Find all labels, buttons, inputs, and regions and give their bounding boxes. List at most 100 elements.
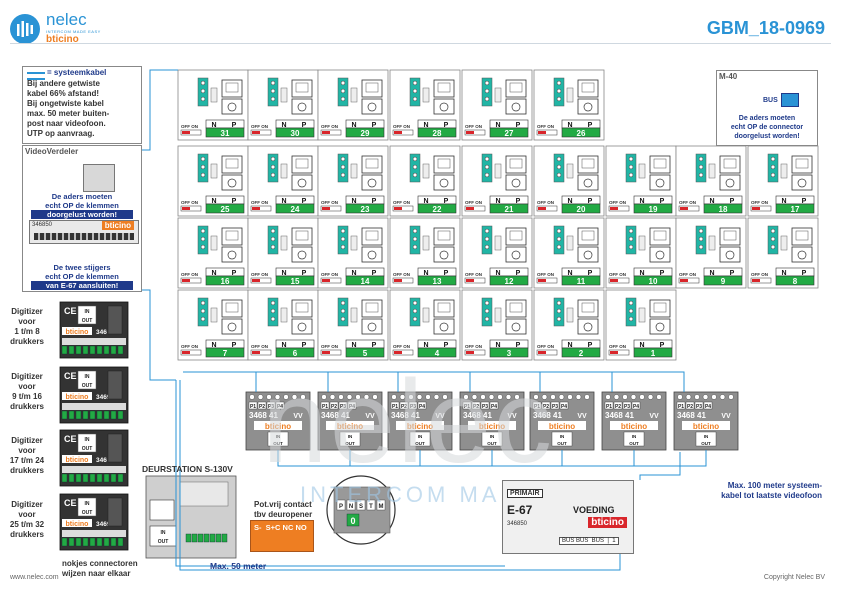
distributor-code: 3468 41 (321, 411, 350, 420)
digitizer-brand-bg (62, 455, 92, 463)
digitizer-out: OUT (82, 446, 93, 452)
address-number: 24 (291, 205, 300, 214)
target-icon (655, 178, 665, 188)
connector-screw (200, 80, 206, 86)
address-number: 19 (649, 205, 658, 214)
distributor-brand: bticino (337, 422, 363, 431)
distributor-vv: VV (721, 413, 731, 420)
connector-screw (340, 244, 346, 250)
address-field (275, 127, 315, 138)
screen-display (509, 82, 523, 93)
connector-screw (270, 300, 276, 306)
switch-body (608, 349, 630, 356)
distributor-port-screw (433, 394, 440, 400)
connector-screw (412, 80, 418, 86)
system-cable (491, 450, 510, 467)
videophone-button-icon (291, 246, 313, 263)
distributor-brand-bg (468, 421, 516, 430)
systeemkabel-line: max. 50 meter buiten- (27, 109, 110, 118)
footer-website[interactable]: www.nelec.com (10, 574, 59, 581)
contact-label-line: tbv deuropener (254, 510, 313, 519)
switch-body (678, 205, 700, 212)
port-box (399, 401, 409, 410)
distributor-port-screw (702, 394, 709, 400)
distributor-port-screw (639, 394, 645, 400)
port-label: P3 (268, 404, 274, 410)
connector-screw (270, 172, 276, 178)
digitizer-brand: bticino (66, 457, 89, 464)
digitizer-label-group: Digitizer voor 9 t/m 16 drukkers (4, 372, 50, 412)
distributor-port-screw (505, 394, 512, 400)
in-out-box (551, 431, 573, 447)
address-number: 21 (505, 205, 514, 214)
distributor-port-screw (442, 394, 448, 400)
screen-display (723, 230, 737, 241)
zoom-letter-box (366, 499, 376, 511)
digitizer-terminal (82, 345, 89, 355)
distributor-brand-bg (254, 421, 302, 430)
connector-screw (200, 88, 206, 94)
target-icon (583, 102, 593, 112)
switch-label: OFF ON (181, 200, 198, 205)
e67-module-code: 346850 (32, 222, 53, 228)
address-number: 14 (361, 277, 370, 286)
p-label: P (232, 122, 237, 129)
digitizer-brand: bticino (66, 394, 89, 401)
switch-knob (182, 351, 190, 354)
switch-label: OFF ON (537, 272, 554, 277)
switch-label: OFF ON (609, 344, 626, 349)
address-number: 20 (577, 205, 586, 214)
connector-screw (770, 228, 776, 234)
connector-screw (200, 164, 206, 170)
e67-module-brand: bticino (101, 221, 134, 230)
target-icon (297, 102, 307, 112)
m40-connector (781, 93, 799, 107)
door-terminal (203, 533, 210, 543)
switch-label: OFF ON (537, 344, 554, 349)
switch-knob (182, 279, 190, 282)
connector-screw (270, 316, 276, 322)
switch-label: OFF ON (609, 200, 626, 205)
p-label: P (372, 342, 377, 349)
connector-screw (412, 308, 418, 314)
distributor-port-screw (425, 394, 431, 400)
connector-screw (628, 300, 634, 306)
videoverdeler-device (83, 164, 115, 192)
zoom-number-box (346, 513, 360, 527)
digitizer-terminal (82, 473, 89, 483)
switch-knob (610, 279, 618, 282)
jumper-block (566, 87, 574, 103)
switch-body (392, 349, 414, 356)
digitizer-connector (107, 433, 123, 463)
zoom-letter: P (339, 504, 343, 510)
port-box (266, 401, 276, 410)
voeding-label: VOEDING (573, 505, 615, 515)
out-label: OUT (273, 441, 283, 446)
videophone-button-icon (719, 174, 741, 191)
digitizer-terminal (89, 537, 96, 547)
target-icon (439, 322, 449, 332)
switch-knob (752, 279, 760, 282)
jumper-block (638, 163, 646, 179)
distributor-port-screw (541, 394, 548, 400)
switch-body (180, 349, 202, 356)
system-cable (179, 380, 621, 571)
port-label: P1 (464, 404, 470, 410)
switch-knob (610, 207, 618, 210)
target-icon (367, 322, 377, 332)
p-label: P (588, 342, 593, 349)
switch-body (608, 277, 630, 284)
digitizer-terminal (103, 345, 110, 355)
address-number: 25 (221, 205, 230, 214)
in-label: IN (276, 434, 281, 439)
zoom-letter-box (376, 499, 386, 511)
digitizer-terminal (75, 345, 82, 355)
connector-screw (628, 236, 634, 242)
port-box (489, 401, 499, 410)
screen-display (795, 158, 809, 169)
port-label: P4 (419, 404, 425, 410)
